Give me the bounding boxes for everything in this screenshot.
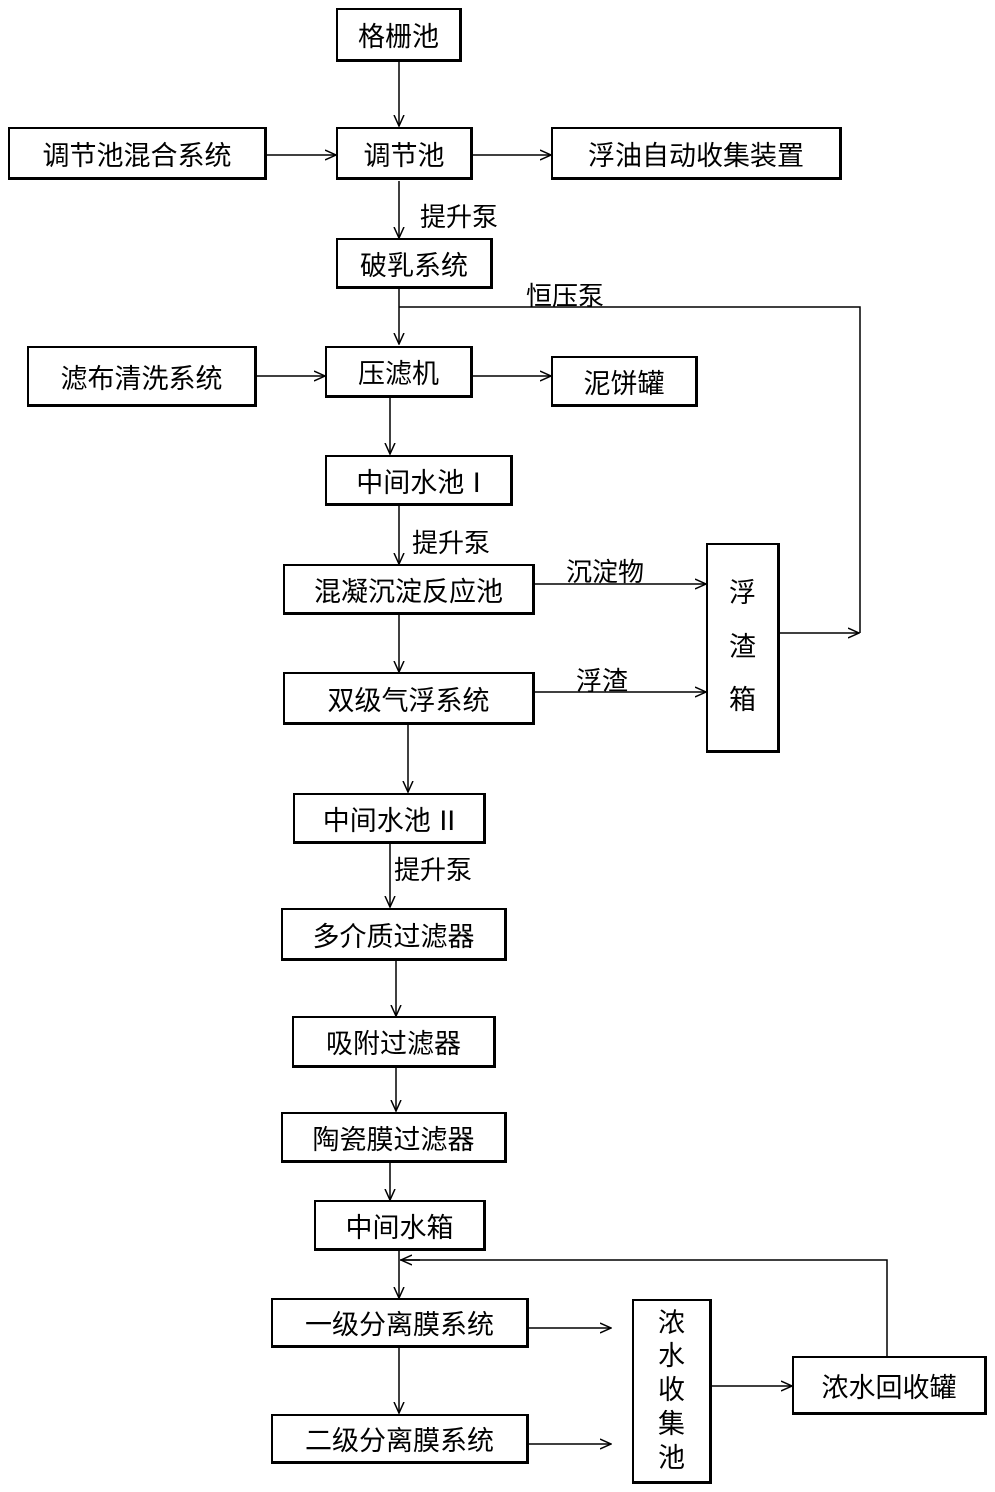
label-sediment: 沉淀物 [566,558,645,588]
mid-water-tank-box: 中间水箱 [314,1200,486,1251]
ceramic-filter-box: 陶瓷膜过滤器 [281,1112,507,1163]
conc-pool-char-4: 集 [658,1408,685,1440]
mid-pool-1-box: 中间水池 I [325,455,513,506]
line-recovery-return [400,1259,888,1356]
oil-collector-box: 浮油自动收集装置 [551,127,842,180]
grille-tank-box: 格栅池 [336,8,462,62]
dual-air-float-box: 双级气浮系统 [283,672,535,725]
mid-pool-2-box: 中间水池 II [293,793,486,844]
label-lift-pump-1: 提升泵 [420,203,499,233]
stage1-membrane-box: 一级分离膜系统 [271,1298,529,1348]
filter-press-box: 压滤机 [325,346,473,398]
conc-pool-box: 浓 水 收 集 池 [632,1299,712,1484]
regulating-tank-box: 调节池 [336,127,473,180]
multimedia-filter-box: 多介质过滤器 [281,908,507,961]
cloth-wash-system-box: 滤布清洗系统 [27,346,257,407]
adsorption-filter-box: 吸附过滤器 [292,1016,496,1068]
conc-recovery-tank-box: 浓水回收罐 [792,1356,987,1415]
label-scum: 浮渣 [576,667,629,697]
conc-pool-char-5: 池 [658,1442,685,1474]
label-lift-pump-3: 提升泵 [394,856,473,886]
conc-pool-char-1: 浓 [658,1307,685,1339]
scum-box: 浮 渣 箱 [706,543,780,753]
coag-tank-box: 混凝沉淀反应池 [283,564,535,615]
cake-tank-box: 泥饼罐 [551,356,698,407]
demulsify-system-box: 破乳系统 [336,238,493,289]
scum-box-char-3: 箱 [729,685,756,717]
scum-box-char-1: 浮 [729,577,756,609]
conc-pool-char-2: 水 [658,1341,685,1373]
label-const-pressure-pump: 恒压泵 [526,282,605,312]
regulating-mixing-system-box: 调节池混合系统 [8,127,267,180]
stage2-membrane-box: 二级分离膜系统 [271,1414,529,1464]
scum-box-char-2: 渣 [729,631,756,663]
conc-pool-char-3: 收 [658,1375,685,1407]
line-const-pressure-pump [399,306,861,633]
label-lift-pump-2: 提升泵 [412,529,491,559]
